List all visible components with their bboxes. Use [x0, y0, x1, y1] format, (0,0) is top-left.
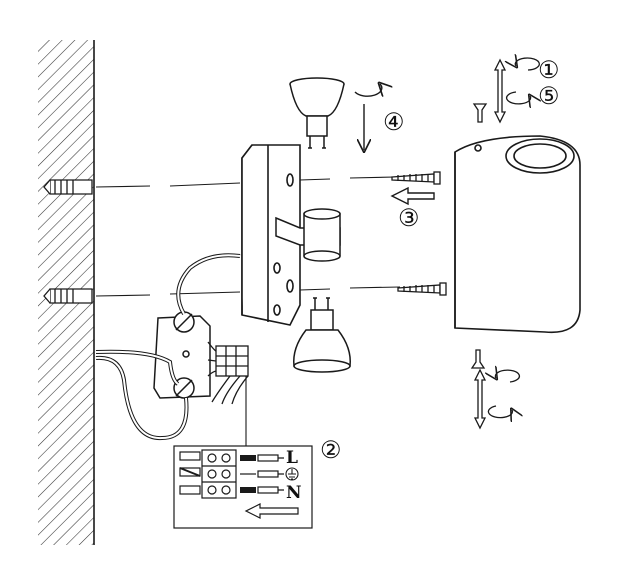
step-1-label: ① — [538, 56, 560, 84]
junction-box — [153, 311, 211, 399]
earth-ground-icon — [285, 467, 299, 481]
screw-bottom — [397, 282, 447, 296]
mounting-backplate — [241, 144, 301, 326]
gu10-bulb-bottom — [293, 297, 351, 373]
supply-cables-inner — [95, 254, 241, 440]
wall-plug-bottom — [43, 288, 93, 304]
wiring-inset: L N — [173, 445, 313, 529]
step-3-label: ③ — [398, 204, 420, 232]
step-1-5-indicators — [493, 58, 539, 124]
set-screw-top — [472, 103, 488, 123]
gu10-bulb-top — [289, 77, 345, 149]
screw-top — [391, 171, 441, 185]
step-5-label: ⑤ — [538, 82, 560, 110]
step-3-arrow — [390, 186, 435, 206]
lamp-socket-holder — [275, 208, 341, 262]
bottom-rotation-indicators — [473, 370, 519, 430]
terminal-block — [207, 341, 249, 405]
alignment-lines — [95, 176, 401, 297]
step-4-indicators — [354, 84, 382, 150]
terminal-live-label: L — [286, 448, 298, 468]
wall-plug-top — [43, 179, 93, 195]
terminal-neutral-label: N — [286, 483, 302, 503]
set-screw-bottom — [470, 349, 486, 369]
step-2-label: ② — [320, 436, 342, 464]
step-4-label: ④ — [383, 108, 405, 136]
wall-light-housing — [454, 135, 581, 334]
